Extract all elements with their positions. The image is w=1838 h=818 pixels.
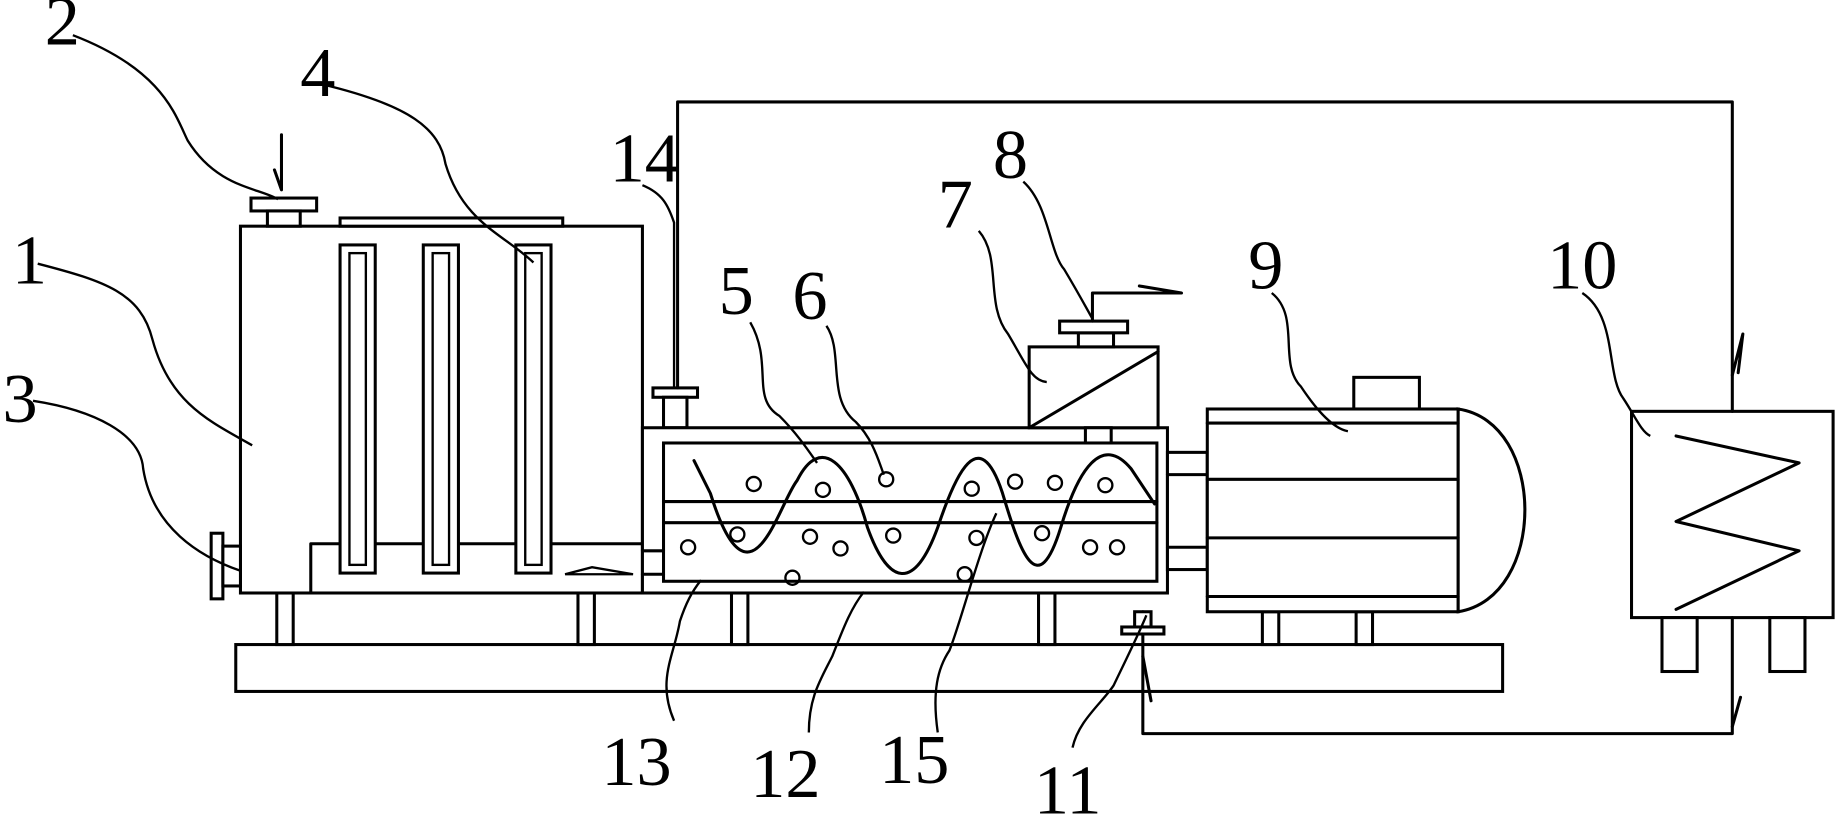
motor-legs (1260, 610, 1375, 647)
label-6: 6 (792, 257, 827, 335)
label-1: 1 (12, 222, 47, 300)
screw-conveyor (640, 426, 1169, 595)
label-15: 15 (879, 721, 949, 799)
heat-exchanger (1630, 409, 1835, 674)
conveyor-legs (729, 591, 1057, 647)
top-inlet (249, 133, 319, 228)
part-labels: 2 4 1 3 14 8 7 9 10 5 6 13 12 15 11 (3, 0, 1618, 818)
label-4: 4 (300, 34, 335, 112)
separator-box (1027, 345, 1160, 445)
tank (238, 216, 644, 595)
vertical-tubes (338, 243, 553, 575)
motor (1205, 375, 1527, 614)
label-9: 9 (1248, 226, 1283, 304)
label-13: 13 (601, 723, 671, 801)
label-10: 10 (1547, 226, 1617, 304)
label-2: 2 (45, 0, 80, 61)
label-14: 14 (610, 120, 680, 198)
top-outlet (1058, 284, 1184, 349)
label-7: 7 (938, 165, 973, 243)
base-frame (234, 643, 1505, 693)
inlet-pipe (651, 386, 700, 430)
label-5: 5 (719, 252, 754, 330)
shaft-coupling (1165, 450, 1209, 572)
side-outlet (209, 531, 242, 601)
return-pipeline (676, 100, 1745, 736)
label-12: 12 (750, 735, 820, 813)
label-11: 11 (1034, 751, 1102, 818)
particles (679, 471, 1126, 586)
helical-blade (692, 453, 1157, 575)
tank-legs (275, 591, 596, 647)
leader-lines (32, 34, 1651, 748)
label-8: 8 (993, 116, 1028, 194)
label-3: 3 (3, 360, 38, 438)
